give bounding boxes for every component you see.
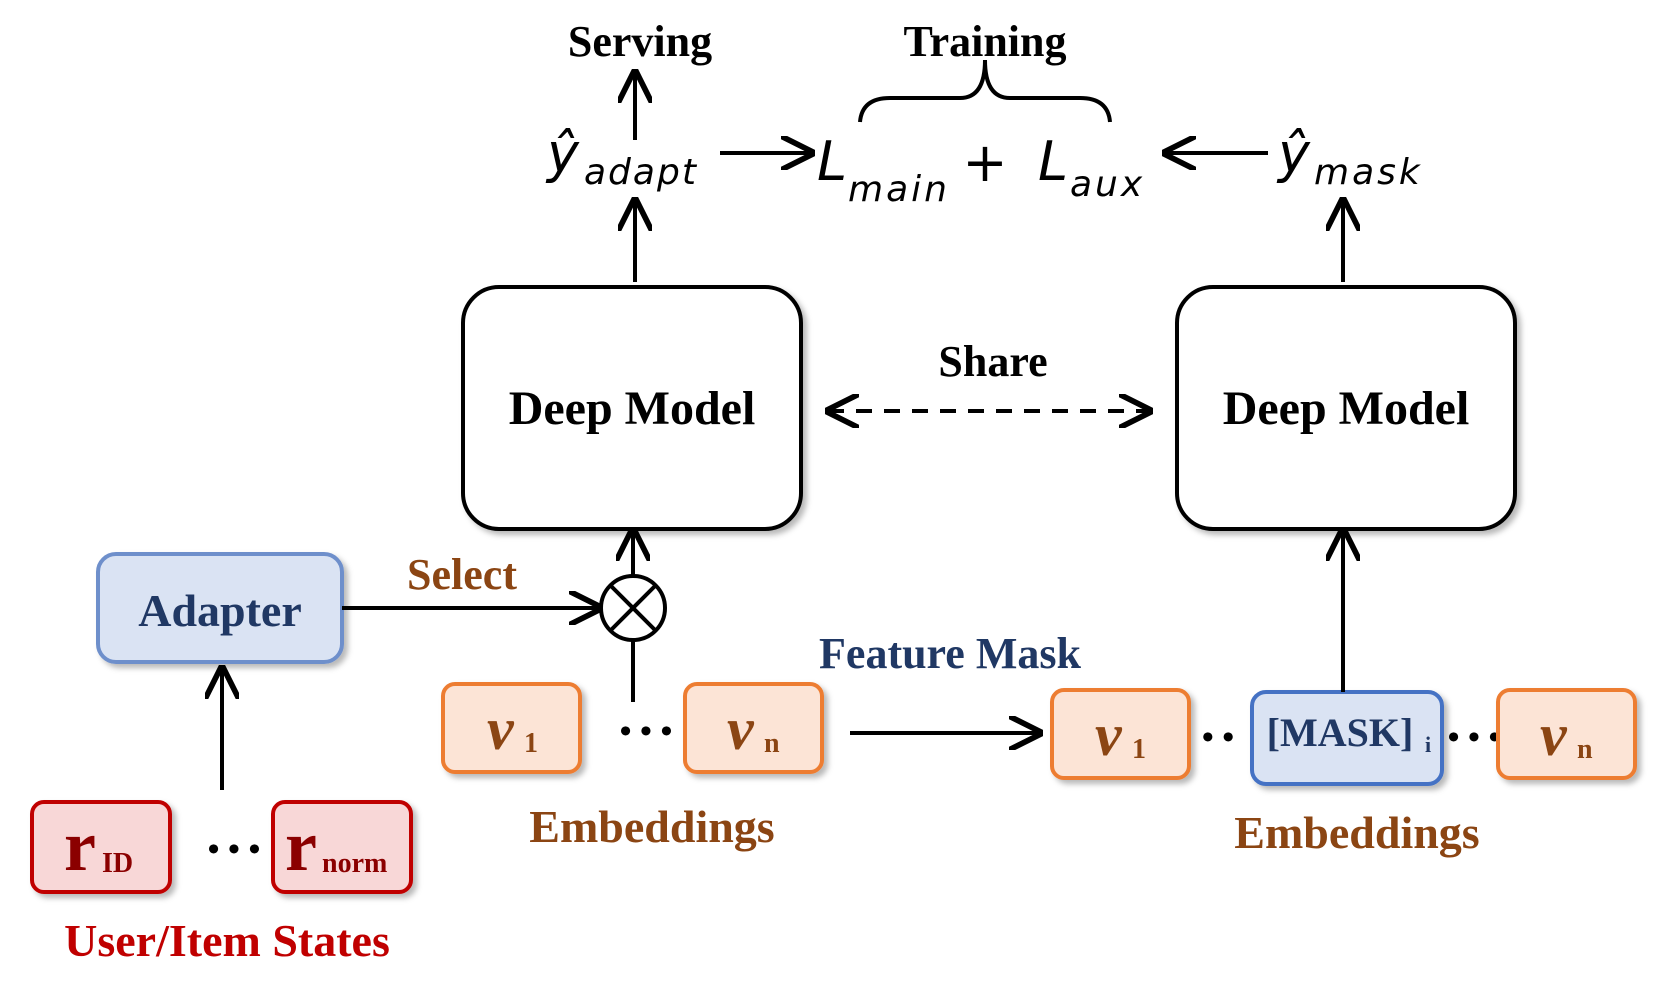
svg-text:n: n — [764, 728, 780, 759]
ellipsis-right-embeddings-1: • • — [1202, 719, 1234, 756]
states-caption: User/Item States — [64, 915, 390, 966]
mask-token-box: [MASK] i — [1250, 690, 1444, 786]
svg-text:L: L — [1038, 130, 1068, 193]
svg-text:Adapter: Adapter — [138, 585, 302, 636]
svg-text:Deep Model: Deep Model — [509, 382, 756, 435]
svg-text:v: v — [1540, 702, 1568, 768]
y-hat-adapt: ŷ adapt — [545, 122, 698, 193]
adapter-box: Adapter — [96, 552, 344, 664]
svg-text:aux: aux — [1070, 164, 1145, 205]
embeddings-caption-right: Embeddings — [1234, 807, 1479, 858]
training-label: Training — [903, 17, 1066, 66]
svg-text:L: L — [817, 130, 847, 193]
svg-text:r: r — [64, 806, 96, 886]
svg-text:v: v — [1095, 702, 1123, 768]
svg-text:r: r — [285, 806, 317, 886]
svg-text:1: 1 — [524, 728, 538, 759]
embedding-v1-right: v 1 — [1050, 688, 1191, 780]
y-hat-mask: ŷ mask — [1276, 122, 1423, 193]
embeddings-caption-left: Embeddings — [529, 801, 774, 852]
l-main: L main — [817, 130, 950, 210]
svg-text:Deep Model: Deep Model — [1223, 382, 1470, 435]
svg-text:v: v — [487, 696, 515, 762]
svg-text:norm: norm — [322, 848, 387, 879]
serving-label: Serving — [568, 17, 712, 66]
ellipsis-right-embeddings-2: • • • — [1448, 719, 1501, 756]
svg-text:n: n — [1577, 734, 1593, 765]
svg-text:main: main — [848, 169, 950, 210]
svg-text:[MASK]: [MASK] — [1267, 710, 1414, 755]
svg-text:adapt: adapt — [584, 152, 698, 193]
deep-model-left: Deep Model — [461, 285, 803, 531]
svg-text:v: v — [727, 696, 755, 762]
svg-text:ŷ: ŷ — [1276, 122, 1311, 185]
feature-mask-label: Feature Mask — [819, 629, 1081, 678]
share-label: Share — [938, 337, 1047, 386]
svg-text:ŷ: ŷ — [545, 122, 580, 185]
embedding-vn-left: v n — [683, 682, 824, 774]
state-r-norm: r norm — [271, 800, 413, 894]
embedding-vn-right: v n — [1496, 688, 1637, 780]
training-brace — [858, 59, 1112, 123]
ellipsis-left-embeddings: • • • — [620, 713, 673, 750]
l-aux: L aux — [1038, 130, 1145, 205]
svg-text:ID: ID — [102, 848, 133, 879]
svg-text:1: 1 — [1132, 734, 1146, 765]
plus-sign: + — [962, 131, 1007, 194]
ellipsis-states: • • • — [208, 831, 261, 868]
select-label: Select — [407, 550, 517, 599]
deep-model-right: Deep Model — [1175, 285, 1517, 531]
svg-text:i: i — [1425, 732, 1431, 757]
state-r-id: r ID — [30, 800, 172, 894]
svg-text:mask: mask — [1314, 152, 1423, 193]
elementwise-product-icon — [599, 574, 667, 642]
embedding-v1-left: v 1 — [441, 682, 582, 774]
